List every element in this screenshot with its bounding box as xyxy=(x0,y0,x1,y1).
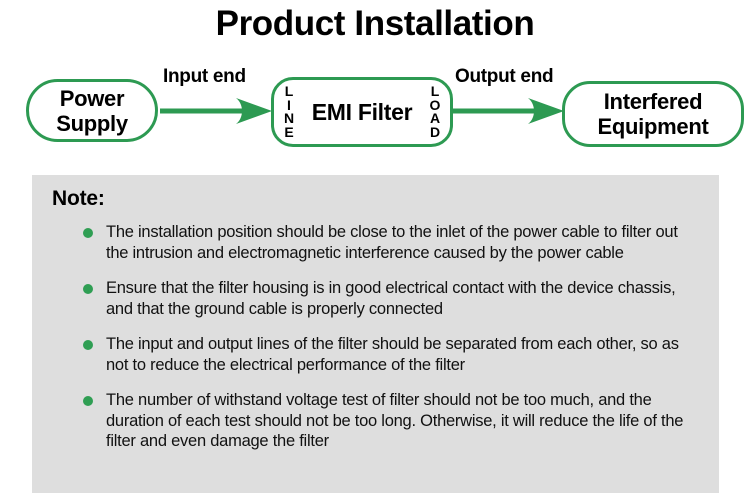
power-supply-label: Power Supply xyxy=(56,85,128,136)
installation-flow-diagram: Power Supply Input end LINE EMI Filter L… xyxy=(0,55,750,165)
note-item-text: The input and output lines of the filter… xyxy=(106,335,679,374)
bullet-dot-icon xyxy=(83,284,93,294)
output-end-label: Output end xyxy=(455,66,554,87)
emi-filter-load-port-label: LOAD xyxy=(429,83,441,140)
list-item: The installation position should be clos… xyxy=(50,222,701,263)
arrow-right-icon-output xyxy=(452,98,564,124)
input-end-label: Input end xyxy=(163,66,246,87)
interfered-equipment-label: Interfered Equipment xyxy=(597,89,709,139)
note-item-text: The number of withstand voltage test of … xyxy=(106,391,684,450)
emi-filter-line-port-label: LINE xyxy=(283,83,295,140)
note-item-text: The installation position should be clos… xyxy=(106,223,678,262)
bullet-dot-icon xyxy=(83,228,93,238)
emi-filter-label: EMI Filter xyxy=(311,98,413,125)
list-item: The input and output lines of the filter… xyxy=(50,334,701,375)
flow-node-emi-filter: LINE EMI Filter LOAD xyxy=(271,77,453,147)
note-heading: Note: xyxy=(52,187,105,210)
flow-node-interfered-equipment: Interfered Equipment xyxy=(562,81,744,147)
note-item-text: Ensure that the filter housing is in goo… xyxy=(106,279,676,318)
bullet-dot-icon xyxy=(83,396,93,406)
note-panel: Note: The installation position should b… xyxy=(32,175,719,493)
arrow-right-icon-input xyxy=(160,98,272,124)
list-item: The number of withstand voltage test of … xyxy=(50,390,701,452)
flow-node-power-supply: Power Supply xyxy=(26,79,158,142)
list-item: Ensure that the filter housing is in goo… xyxy=(50,278,701,319)
note-list: The installation position should be clos… xyxy=(50,222,701,452)
bullet-dot-icon xyxy=(83,340,93,350)
page-title: Product Installation xyxy=(215,4,535,43)
